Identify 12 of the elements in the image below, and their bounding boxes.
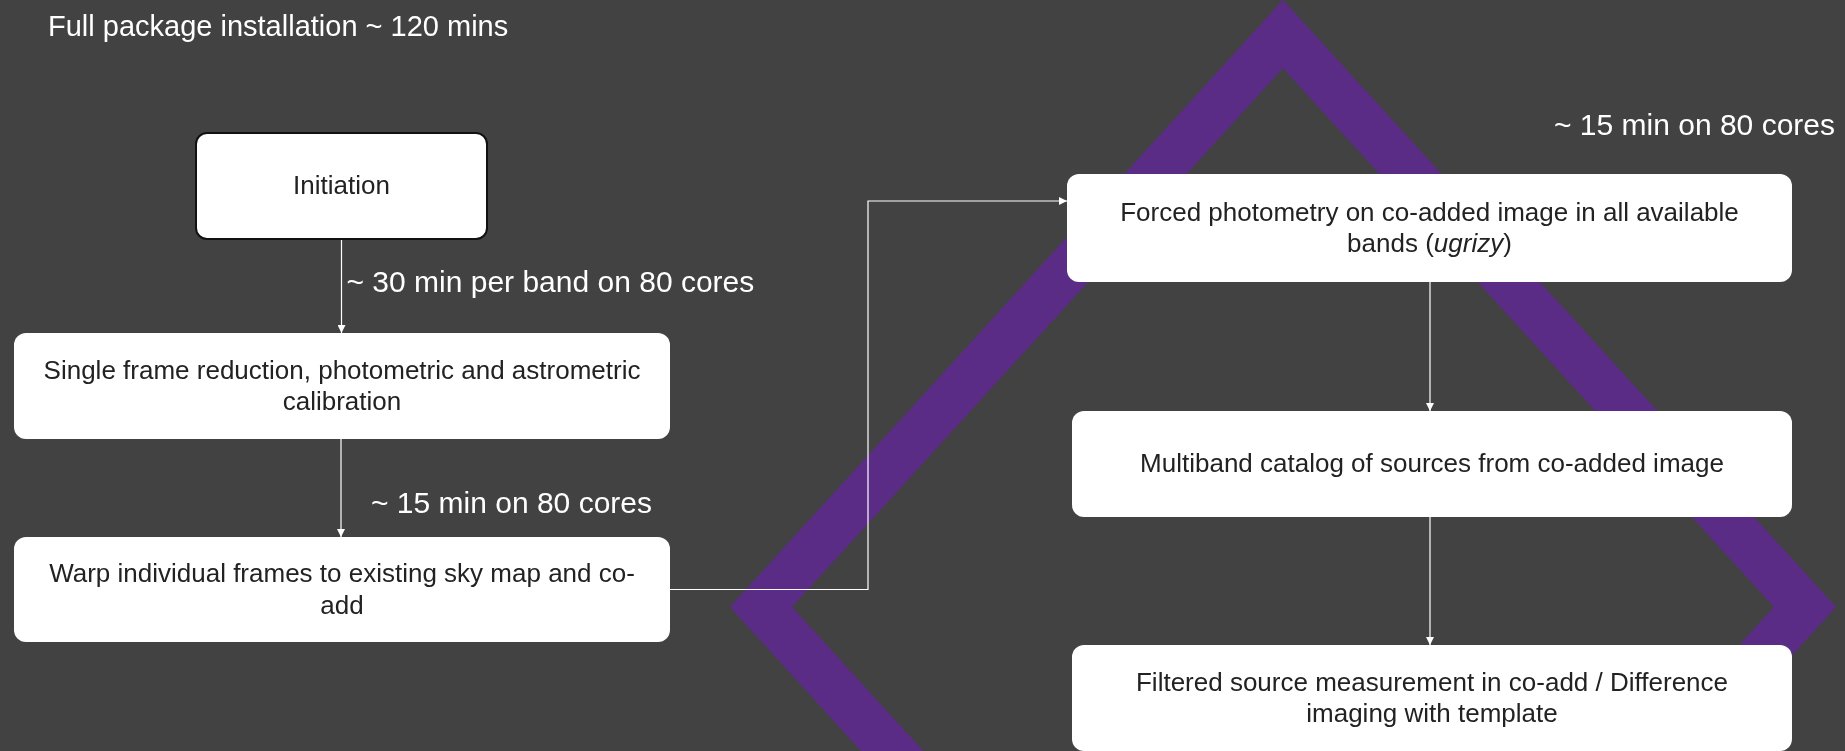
arrow <box>1426 281 1434 412</box>
title: Full package installation ~ 120 mins <box>48 10 509 43</box>
process-box: Warp individual frames to existing sky map and co-add <box>14 537 670 642</box>
arrow <box>337 239 346 334</box>
arrow <box>1426 516 1434 646</box>
process-box: Forced photometry on co-added image in all available bands (ugrizy) <box>1067 174 1792 282</box>
process-box: Single frame reduction, photometric and astrometric calibration <box>14 333 670 439</box>
process-box: Multiband catalog of sources from co-added image <box>1072 411 1792 517</box>
arrow <box>669 197 1068 591</box>
process-box: Filtered source measurement in co-add / Difference imaging with template <box>1072 645 1792 751</box>
arrow <box>337 438 345 538</box>
process-box: Initiation <box>195 132 488 240</box>
